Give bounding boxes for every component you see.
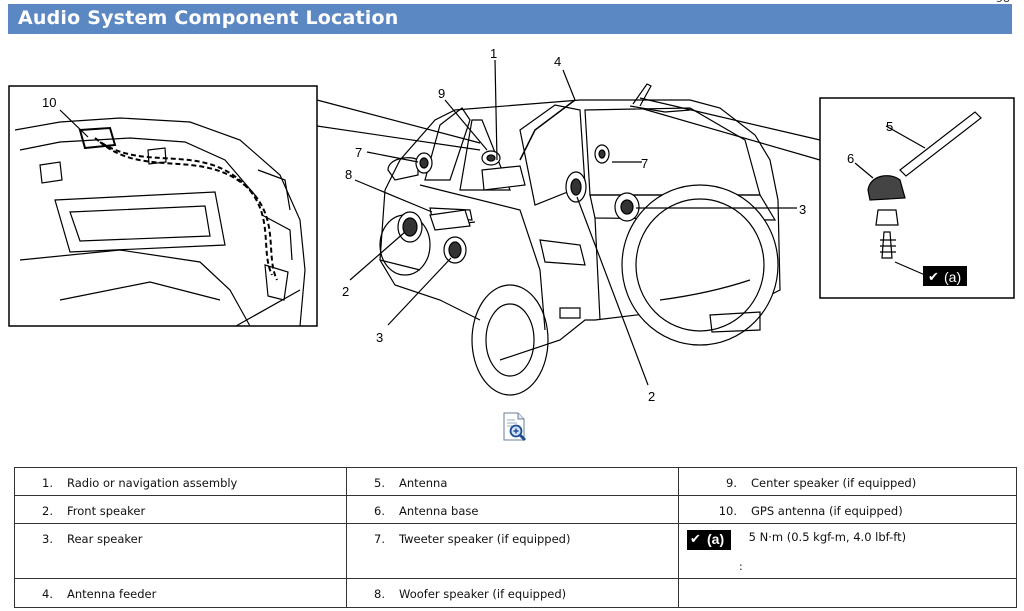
legend-table: 1. Radio or navigation assembly 5. Antenna… bbox=[14, 467, 1017, 608]
callout-9: 9 bbox=[438, 86, 445, 101]
callout-2-rear: 2 bbox=[648, 389, 655, 404]
legend-num: 8. bbox=[374, 587, 385, 601]
title-bar: Audio System Component Location bbox=[8, 4, 1012, 34]
legend-text: 5 N·m (0.5 kgf-m, 4.0 lbf-ft) bbox=[748, 530, 907, 544]
front-speaker-rear bbox=[565, 171, 587, 203]
callout-3-front: 3 bbox=[376, 330, 383, 345]
antenna-inset-box bbox=[819, 97, 1015, 299]
legend-text: Tweeter speaker (if equipped) bbox=[399, 532, 571, 546]
legend-cell: 9. Center speaker (if equipped) bbox=[678, 467, 1017, 496]
legend-text: Antenna base bbox=[399, 504, 479, 518]
legend-text: GPS antenna (if equipped) bbox=[751, 504, 903, 518]
callout-4: 4 bbox=[554, 54, 561, 69]
callout-8: 8 bbox=[345, 167, 352, 182]
torque-icon: ✔(a) bbox=[687, 530, 731, 550]
torque-icon-label: (a) bbox=[707, 531, 725, 547]
legend-num: 10. bbox=[718, 504, 737, 518]
legend-cell: 5. Antenna bbox=[346, 467, 679, 496]
magnify-icon[interactable] bbox=[502, 412, 530, 442]
tweeter-front bbox=[415, 152, 433, 174]
callout-10: 10 bbox=[42, 95, 56, 110]
legend-text: Radio or navigation assembly bbox=[67, 476, 238, 490]
legend-text: Antenna feeder bbox=[67, 587, 157, 601]
legend-num: 6. bbox=[374, 504, 385, 518]
torque-symbol: ✔ (a) bbox=[923, 266, 967, 286]
callout-7-front: 7 bbox=[355, 145, 362, 160]
legend-text: Rear speaker bbox=[67, 532, 143, 546]
legend-cell: 1. Radio or navigation assembly bbox=[14, 467, 347, 496]
front-speaker-front bbox=[397, 211, 423, 243]
callout-5: 5 bbox=[886, 119, 893, 134]
legend-cell: ✔(a) 5 N·m (0.5 kgf-m, 4.0 lbf-ft) : bbox=[678, 523, 1017, 579]
torque-symbol-label: (a) bbox=[944, 269, 961, 285]
callout-6: 6 bbox=[847, 151, 854, 166]
legend-text: Front speaker bbox=[67, 504, 146, 518]
rear-speaker-back bbox=[614, 192, 640, 222]
callout-1: 1 bbox=[490, 46, 497, 61]
legend-row: 3. Rear speaker 7. Tweeter speaker (if equ… bbox=[14, 523, 1017, 579]
legend-cell: 3. Rear speaker bbox=[14, 523, 347, 579]
legend-cell bbox=[678, 578, 1017, 608]
legend-cell: 10. GPS antenna (if equipped) bbox=[678, 495, 1017, 524]
legend-row: 4. Antenna feeder 8. Woofer speaker (if eq… bbox=[14, 578, 1017, 608]
legend-cell: 6. Antenna base bbox=[346, 495, 679, 524]
callout-7-rear: 7 bbox=[641, 156, 648, 171]
legend-text: Center speaker (if equipped) bbox=[751, 476, 917, 490]
legend-num: 2. bbox=[42, 504, 53, 518]
legend-cell: 8. Woofer speaker (if equipped) bbox=[346, 578, 679, 608]
legend-num: 4. bbox=[42, 587, 53, 601]
legend-cell: 2. Front speaker bbox=[14, 495, 347, 524]
rear-speaker-door bbox=[443, 236, 467, 264]
svg-text:✔: ✔ bbox=[928, 270, 939, 285]
callout-3-rear: 3 bbox=[799, 202, 806, 217]
legend-num: 1. bbox=[42, 476, 53, 490]
tweeter-rear bbox=[594, 144, 610, 164]
legend-row: 2. Front speaker 6. Antenna base 10. GPS an… bbox=[14, 495, 1017, 524]
page-number: 58 bbox=[996, 0, 1010, 5]
legend-colon: : bbox=[739, 560, 743, 573]
center-speaker bbox=[481, 150, 501, 166]
legend-text: Antenna bbox=[399, 476, 448, 490]
callout-2-front: 2 bbox=[342, 284, 349, 299]
page-title: Audio System Component Location bbox=[18, 7, 399, 29]
legend-row: 1. Radio or navigation assembly 5. Antenna… bbox=[14, 467, 1017, 496]
legend-cell: 7. Tweeter speaker (if equipped) bbox=[346, 523, 679, 579]
legend-num: 9. bbox=[726, 476, 737, 490]
radio-unit bbox=[481, 165, 526, 191]
legend-cell: 4. Antenna feeder bbox=[14, 578, 347, 608]
legend-num: 3. bbox=[42, 532, 53, 546]
component-diagram: ✔ (a) 1 9 4 7 8 2 3 7 3 2 5 6 10 bbox=[8, 46, 1015, 404]
legend-num: 7. bbox=[374, 532, 385, 546]
legend-num: 5. bbox=[374, 476, 385, 490]
legend-text: Woofer speaker (if equipped) bbox=[399, 587, 567, 601]
gps-inset-box bbox=[8, 85, 318, 327]
